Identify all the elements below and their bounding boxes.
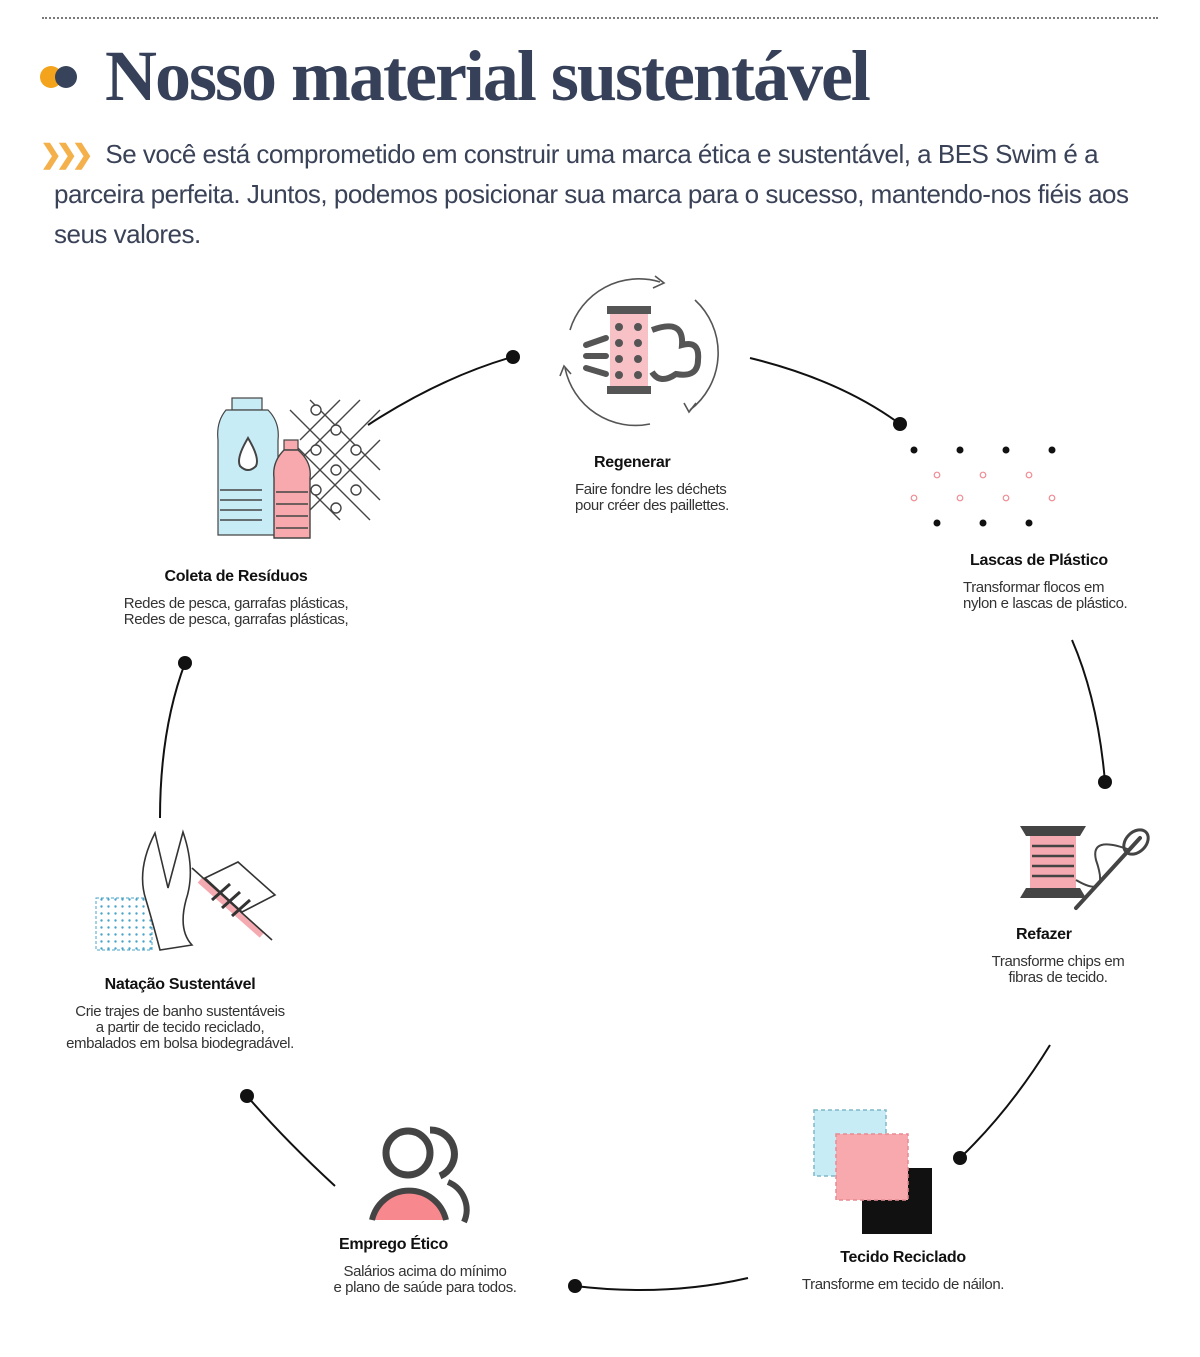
step-label: Emprego Ético (339, 1236, 449, 1253)
thread-spool-needle-icon (1020, 826, 1150, 910)
step-description: Faire fondre les déchets pour créer des … (575, 481, 729, 514)
people-icon (369, 1126, 470, 1224)
step-description: Transforme chips em fibras de tecido. (991, 953, 1125, 986)
step-description: Transformar flocos em nylon e lascas de … (963, 579, 1128, 612)
connector-fabric-to-employment (568, 1277, 749, 1293)
step-label: Natação Sustentável (104, 976, 256, 993)
swimsuit-icon (95, 829, 277, 951)
step-remake: Refazer Transforme chips em fibras de te… (940, 926, 1176, 986)
step-label: Coleta de Resíduos (164, 568, 308, 585)
connector-employment-to-swim (240, 1089, 336, 1187)
step-waste-collection: Coleta de Resíduos Redes de pesca, garra… (96, 568, 376, 628)
step-description: Crie trajes de banho sustentáveis a part… (66, 1003, 294, 1052)
step-label: Regenerar (594, 454, 671, 471)
step-description: Salários acima do mínimo e plano de saúd… (333, 1263, 517, 1296)
top-dotted-rule (42, 17, 1158, 19)
page-title: Nosso material sustentável (105, 36, 871, 116)
connector-flakes-to-remake (1071, 639, 1112, 789)
step-label: Tecido Reciclado (840, 1249, 966, 1266)
bottles-net-icon (217, 397, 381, 539)
connector-regenerate-to-flakes (749, 357, 907, 431)
regenerate-machine-icon (559, 275, 719, 427)
connector-swim-to-collect (159, 656, 192, 819)
triple-chevron-icon: ❯❯❯ (40, 139, 93, 169)
step-ethical-employment: Emprego Ético Salários acima do mínimo e… (300, 1236, 550, 1296)
connector-remake-to-fabric (953, 1044, 1051, 1165)
step-plastic-flakes: Lascas de Plástico Transformar flocos em… (930, 552, 1180, 612)
step-regenerate: Regenerar Faire fondre les déchets pour … (560, 454, 770, 514)
plastic-flakes-icon (910, 446, 1056, 527)
intro-paragraph: ❯❯❯Se você está comprometido em construi… (40, 134, 1154, 254)
step-description: Redes de pesca, garrafas plásticas, Rede… (123, 595, 349, 628)
step-sustainable-swim: Natação Sustentável Crie trajes de banho… (30, 976, 330, 1052)
step-label: Refazer (1016, 926, 1072, 943)
intro-text: Se você está comprometido em construir u… (54, 139, 1129, 249)
step-recycled-fabric: Tecido Reciclado Transforme em tecido de… (764, 1249, 1042, 1293)
step-label: Lascas de Plástico (970, 552, 1108, 569)
title-bullet-icon (40, 64, 80, 90)
fabric-swatches-icon (813, 1109, 932, 1234)
step-description: Transforme em tecido de náilon. (801, 1276, 1005, 1293)
connector-collect-to-regenerate (367, 350, 520, 426)
